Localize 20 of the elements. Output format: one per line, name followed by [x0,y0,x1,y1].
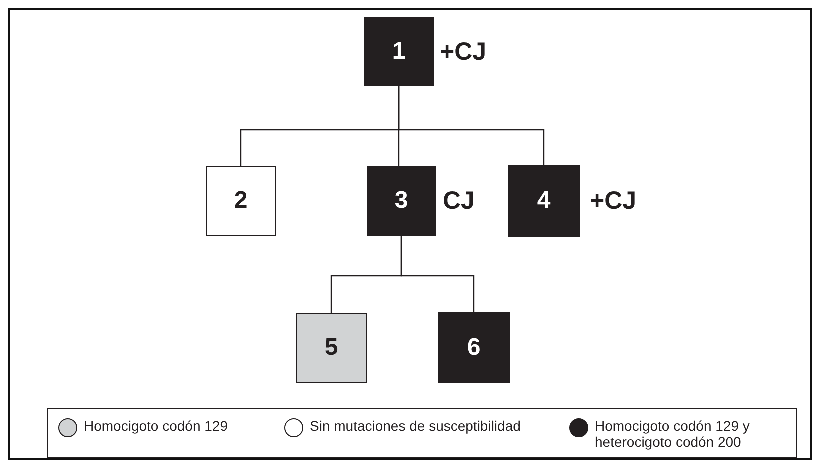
individual-square [367,166,436,236]
individual-square [364,17,434,86]
individual-number: 6 [467,336,481,360]
individual-square [508,165,580,237]
pedigree-line [400,236,475,312]
annotation-text: +CJ [590,189,637,214]
individual-number: 3 [394,189,408,213]
annotation-text: +CJ [440,40,487,65]
individual-number: 1 [392,40,406,64]
legend-label: Sin mutaciones de susceptibilidad [310,418,521,434]
individual-square [296,313,367,383]
individual-number: 4 [537,189,551,213]
individual-number: 2 [234,189,248,213]
annotation-text: CJ [443,189,475,214]
legend-label: Homocigoto codón 129 [84,418,228,434]
individual-square [206,166,276,236]
pedigree-line [398,86,545,165]
individual-square [438,312,510,383]
individual-number: 5 [324,336,338,360]
legend-label: Homocigoto codón 129 y heterocigoto codón 200 [595,418,751,450]
